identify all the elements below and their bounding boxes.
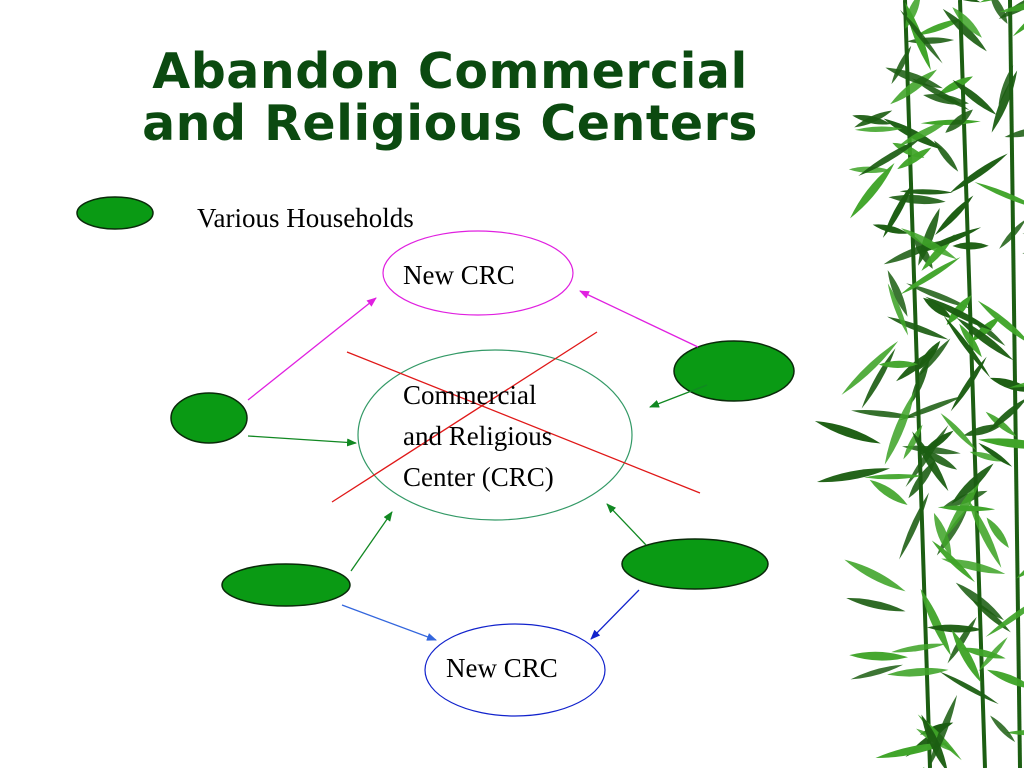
slide-title: Abandon Commercial and Religious Centers — [40, 46, 860, 150]
crc-label-line-3: Center (CRC) — [403, 462, 554, 492]
title-line-1: Abandon Commercial — [152, 43, 748, 100]
cross-out-line-2 — [331, 331, 598, 503]
arrow-topright-to-new-crc — [579, 290, 699, 348]
household-left — [170, 392, 248, 444]
crc-label-line-1: Commercial — [403, 380, 537, 410]
crc-label-line-2: and Religious — [403, 421, 553, 451]
household-top-right — [673, 340, 795, 402]
legend-household-icon — [76, 196, 154, 230]
arrow-topright-to-crc — [649, 384, 708, 408]
new-crc-top-node — [382, 230, 574, 316]
legend-label: Various Households — [197, 203, 414, 233]
crc-label: Commercial and Religious Center (CRC) — [403, 375, 554, 498]
crc-node — [357, 349, 633, 521]
new-crc-bottom-node — [424, 623, 606, 717]
arrow-left-to-crc — [247, 435, 357, 447]
household-bottom-left — [221, 563, 351, 607]
title-line-2: and Religious Centers — [142, 95, 758, 152]
arrow-bottomleft-to-new-crc — [341, 604, 437, 641]
arrow-bottomright-to-crc — [606, 503, 647, 546]
new-crc-top-label: New CRC — [403, 260, 515, 290]
arrow-bottomleft-to-crc — [350, 511, 393, 572]
bamboo-decoration — [814, 0, 1024, 768]
household-bottom-right — [621, 538, 769, 590]
new-crc-bottom-label: New CRC — [446, 653, 558, 683]
cross-out-line-1 — [346, 351, 701, 494]
arrow-bottomright-to-new-crc — [590, 589, 640, 640]
arrow-left-to-new-crc — [247, 297, 377, 401]
